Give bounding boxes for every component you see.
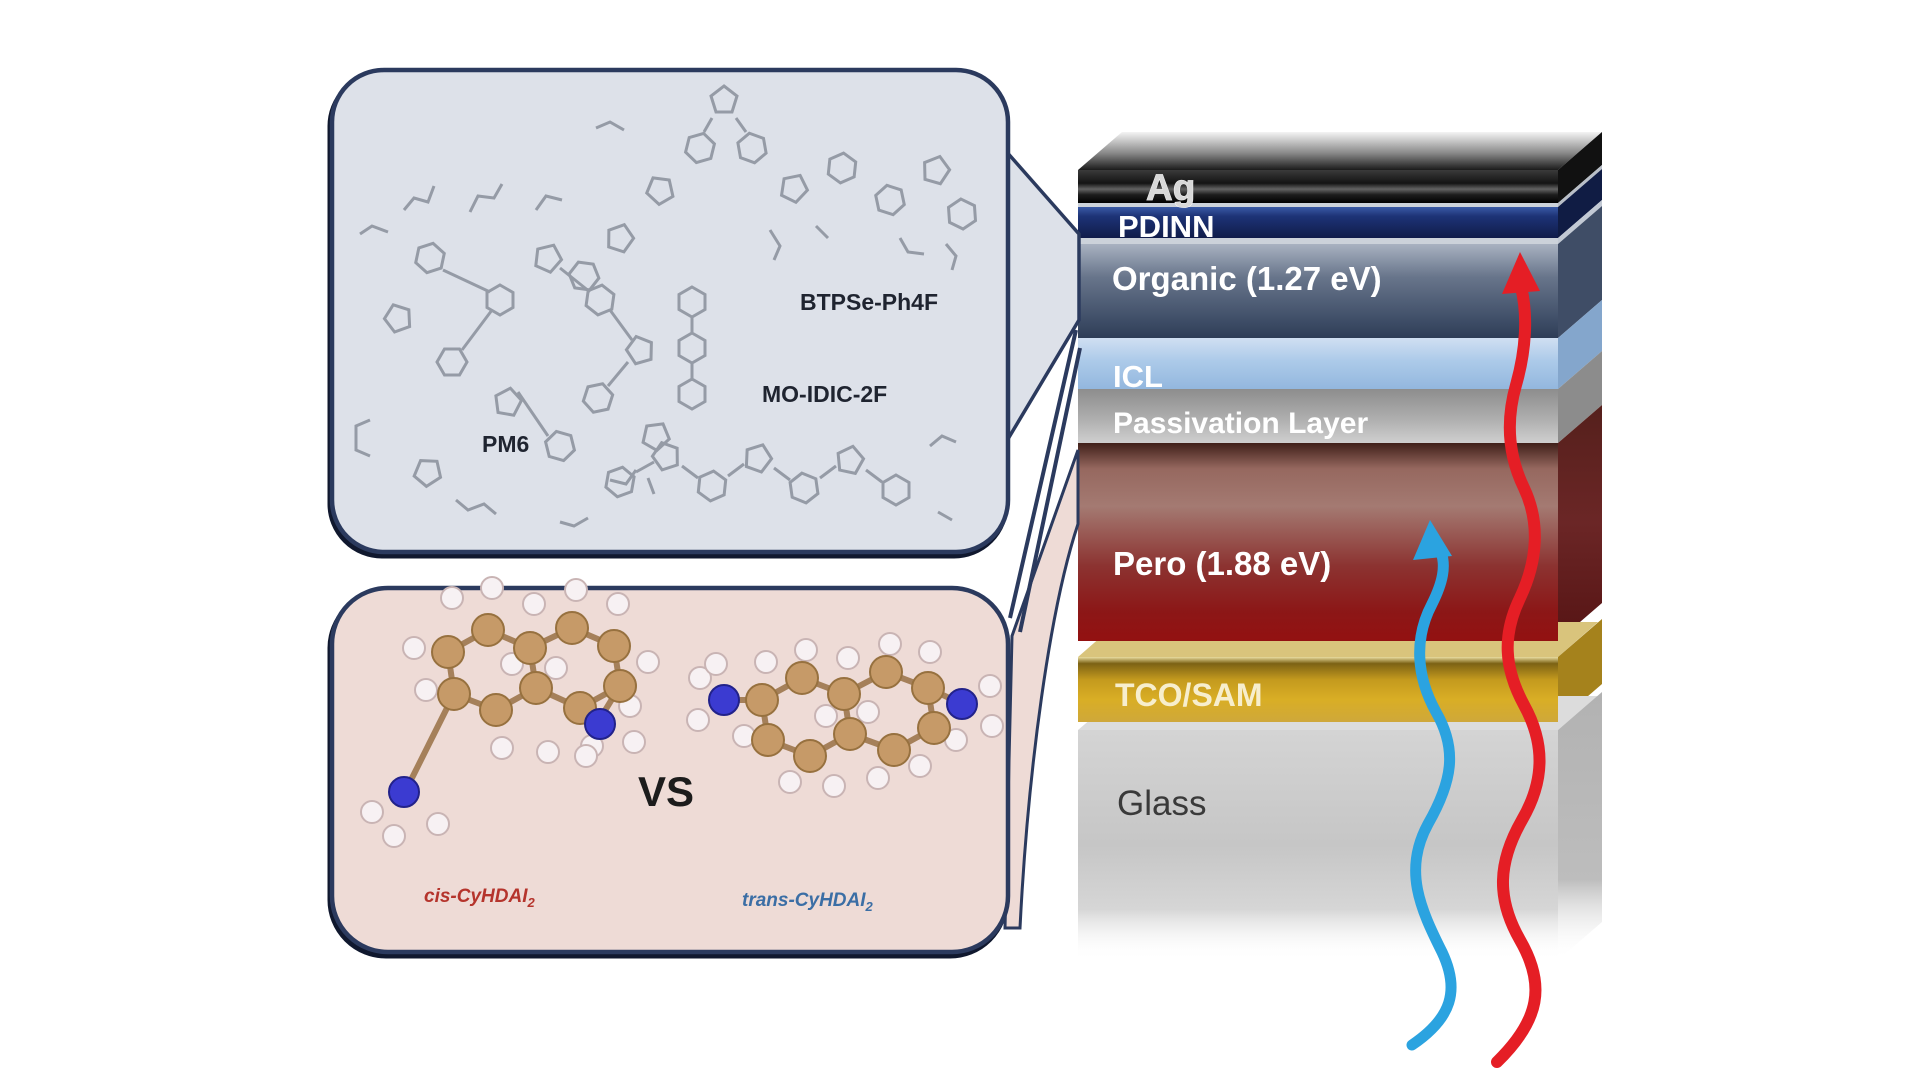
cis-cyhdai-text: cis-CyHDAI <box>424 886 528 907</box>
icl-side-face <box>1558 300 1602 389</box>
layer-label-tco: TCO/SAM <box>1115 677 1263 713</box>
layer-label-ag: Ag <box>1146 167 1195 208</box>
cis-cyhdai-subscript: 2 <box>526 895 535 910</box>
trans-cyhdai-text: trans-CyHDAI <box>742 890 866 911</box>
layer-label-pero: Pero (1.88 eV) <box>1113 545 1331 582</box>
tco-layer <box>1078 657 1558 722</box>
trans-cyhdai-subscript: 2 <box>865 899 874 914</box>
strip2-layer <box>1078 238 1558 244</box>
layer-label-glass: Glass <box>1117 784 1206 823</box>
organic-layer <box>1078 244 1558 338</box>
ag-side-face <box>1558 132 1602 203</box>
glass-layer <box>1078 730 1558 960</box>
mo-idic-2f-label: MO-IDIC-2F <box>762 381 887 407</box>
strip2-side-face <box>1558 200 1602 244</box>
vs-label: VS <box>638 768 694 815</box>
ag-layer <box>1078 170 1558 203</box>
strip1-layer <box>1078 203 1558 207</box>
passivation-layer <box>1078 389 1558 443</box>
ag-top-face <box>1078 132 1602 170</box>
btpse-ph4f-label: BTPSe-Ph4F <box>800 289 938 315</box>
icl-layer <box>1078 338 1558 389</box>
cis-cyhdai-label: cis-CyHDAI2 <box>424 886 535 910</box>
passivation-side-face <box>1558 351 1602 443</box>
cis-molecule-model <box>360 576 660 848</box>
glass-side-face <box>1558 692 1602 960</box>
pero-side-face <box>1558 405 1602 641</box>
organic-materials-box <box>329 67 1011 555</box>
organic-side-face <box>1558 206 1602 338</box>
trans-cyhdai-label: trans-CyHDAI2 <box>742 890 874 914</box>
pero-callout-funnel <box>1003 449 1080 930</box>
layer-label-icl: ICL <box>1113 359 1163 394</box>
chemical-structures <box>354 84 978 528</box>
callout-line-upper <box>1008 329 1078 619</box>
pero-layer <box>1078 443 1558 641</box>
layer-label-organic: Organic (1.27 eV) <box>1112 260 1382 297</box>
red-light-arrow <box>1491 252 1546 1068</box>
blue-light-arrow <box>1406 520 1457 1051</box>
layer-label-pdinn: PDINN <box>1118 209 1214 244</box>
trans-molecule-model <box>686 632 1004 798</box>
pdinn-side-face <box>1558 169 1602 238</box>
pdinn-layer <box>1078 207 1558 238</box>
strip1-side-face <box>1558 165 1602 207</box>
layer-label-passivation: Passivation Layer <box>1113 407 1368 440</box>
pm6-label: PM6 <box>482 431 529 457</box>
callout-line-lower <box>1018 347 1082 633</box>
device-stack: Ag PDINN Organic (1.27 eV) ICL Passivati… <box>1078 132 1602 960</box>
